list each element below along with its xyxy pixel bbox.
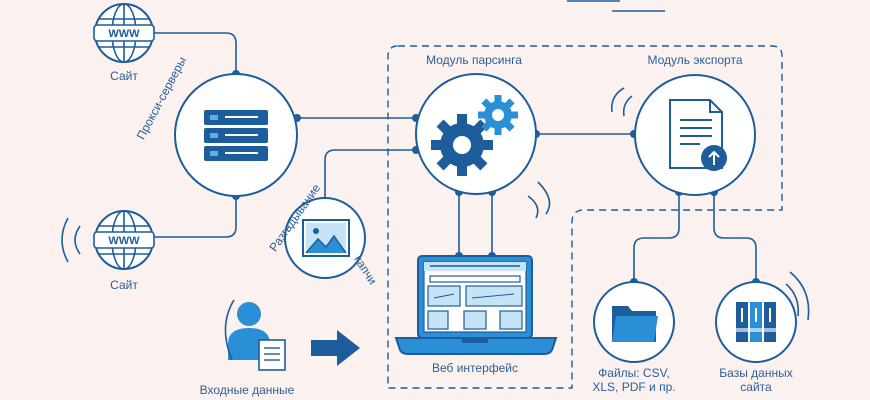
files-label-1: Файлы: CSV, <box>598 366 670 380</box>
signal-wave <box>785 283 800 317</box>
db-label-1: Базы данных <box>719 366 792 380</box>
signal-wave <box>527 195 539 219</box>
connectors <box>154 32 757 282</box>
laptop-node <box>394 255 558 355</box>
binders-icon <box>736 302 776 342</box>
signal-wave <box>74 225 81 255</box>
image-icon <box>302 219 350 257</box>
files-label-2: XLS, PDF и пр. <box>592 380 675 394</box>
server-icon <box>204 110 268 161</box>
gears-icon <box>431 95 518 176</box>
site-bottom-node: WWW <box>61 210 155 270</box>
proxy-node <box>174 73 298 197</box>
database-node <box>715 271 810 363</box>
parsing-node <box>415 73 551 219</box>
arrow-right-icon <box>311 330 360 366</box>
globe-label: WWW <box>108 235 140 247</box>
files-node <box>593 281 675 363</box>
input-label: Входные данные <box>200 383 295 397</box>
signal-wave <box>622 95 633 117</box>
captcha-node <box>284 197 366 279</box>
signal-wave <box>61 217 69 263</box>
signal-wave <box>610 87 625 113</box>
signal-wave <box>224 299 235 361</box>
export-node <box>610 74 756 196</box>
parsing-label: Модуль парсинга <box>426 53 522 67</box>
document-icon <box>258 339 286 371</box>
globe-label: WWW <box>108 28 140 40</box>
web-ui-label: Веб интерфейс <box>432 361 518 375</box>
export-label: Модуль экспорта <box>648 53 743 67</box>
site-top-node: WWW <box>93 3 155 63</box>
site-bottom-label: Сайт <box>110 278 138 292</box>
input-node <box>224 299 286 371</box>
captcha-label-bottom: капчи <box>351 253 380 287</box>
db-label-2: сайта <box>740 380 772 394</box>
top-decoration <box>567 0 665 12</box>
signal-wave <box>537 181 551 215</box>
folder-icon <box>612 306 658 342</box>
document-export-icon <box>669 99 727 171</box>
signal-wave <box>789 271 810 321</box>
site-top-label: Сайт <box>110 69 138 83</box>
